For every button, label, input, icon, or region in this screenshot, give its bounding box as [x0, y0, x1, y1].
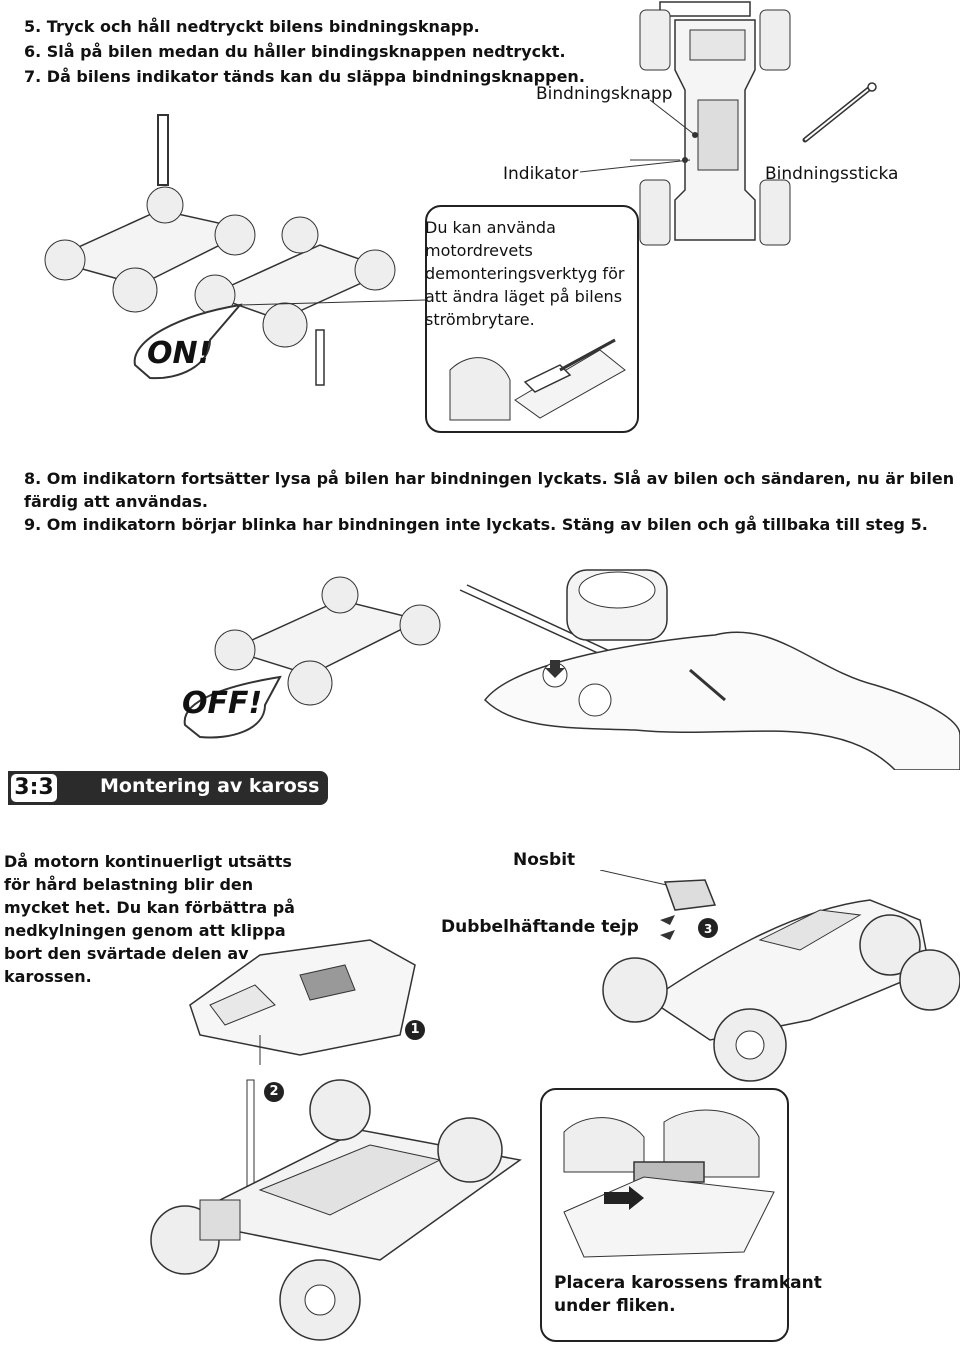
off-balloon-text: OFF!	[182, 686, 263, 721]
body-shell-illustration	[189, 939, 416, 1065]
on-balloon-text: ON!	[147, 336, 212, 371]
steps-middle: 8. Om indikatorn fortsätter lysa på bile…	[24, 467, 954, 536]
step-9: 9. Om indikatorn börjar blinka har bindn…	[24, 515, 928, 534]
buggy-assembled-illustration: 3	[599, 870, 960, 1082]
binding-stick-illustration	[802, 82, 877, 143]
step-7: 7. Då bilens indikator tänds kan du släp…	[24, 67, 585, 86]
chassis-top-view-illustration	[630, 1, 791, 246]
section-title: Montering av kaross	[100, 775, 320, 797]
transmitter-illustration	[459, 569, 960, 770]
tip-line-1: Du kan använda	[425, 218, 556, 237]
tip-line-3: demonteringsverktyg för	[425, 264, 625, 283]
tip-line-4: att ändra läget på bilens	[425, 287, 623, 306]
car-off-illustration	[183, 576, 441, 739]
tip-switch-detail-illustration	[449, 338, 626, 421]
tip-line-2: motordrevets	[425, 241, 533, 260]
step-8: 8. Om indikatorn fortsätter lysa på bile…	[24, 469, 955, 488]
bottom-callout-line-2: under fliken.	[554, 1296, 676, 1316]
car-on-illustration	[44, 114, 426, 386]
leader-lines-top	[579, 99, 696, 173]
body-note-line-2: för hård belastning blir den	[4, 875, 254, 894]
bottom-callout-line-1: Placera karossens framkant	[554, 1273, 822, 1293]
step-5: 5. Tryck och håll nedtryckt bilens bindn…	[24, 17, 480, 36]
body-note-line-6: karossen.	[4, 967, 92, 986]
steps-top: 5. Tryck och håll nedtryckt bilens bindn…	[24, 14, 585, 89]
body-note-line-1: Då motorn kontinuerligt utsätts	[4, 852, 292, 871]
tip-line-5: strömbrytare.	[425, 310, 535, 329]
nose-detail-illustration	[563, 1109, 775, 1258]
tip-text: Du kan använda motordrevets demonterings…	[425, 216, 624, 331]
label-indicator: Indikator	[503, 164, 579, 184]
label-double-tape: Dubbelhäftande tejp	[441, 917, 639, 937]
section-header-bar	[8, 771, 328, 805]
label-nose: Nosbit	[513, 850, 576, 870]
label-binding-stick: Bindningssticka	[765, 164, 899, 184]
marker-3: 3	[704, 922, 712, 936]
body-note-line-4: nedkylningen genom att klippa	[4, 921, 286, 940]
body-note: Då motorn kontinuerligt utsätts för hård…	[4, 850, 295, 988]
marker-2: 2	[264, 1082, 284, 1102]
body-note-line-3: mycket het. Du kan förbättra på	[4, 898, 295, 917]
label-binding-button: Bindningsknapp	[536, 84, 673, 104]
body-note-line-5: bort den svärtade delen av	[4, 944, 249, 963]
step-6: 6. Slå på bilen medan du håller bindings…	[24, 42, 566, 61]
bottom-callout-text: Placera karossens framkant under fliken.	[554, 1272, 822, 1318]
marker-1: 1	[405, 1020, 425, 1040]
section-number: 3:3	[8, 771, 60, 805]
chassis-assembly-illustration	[150, 1079, 522, 1341]
step-8-cont: färdig att användas.	[24, 492, 208, 511]
